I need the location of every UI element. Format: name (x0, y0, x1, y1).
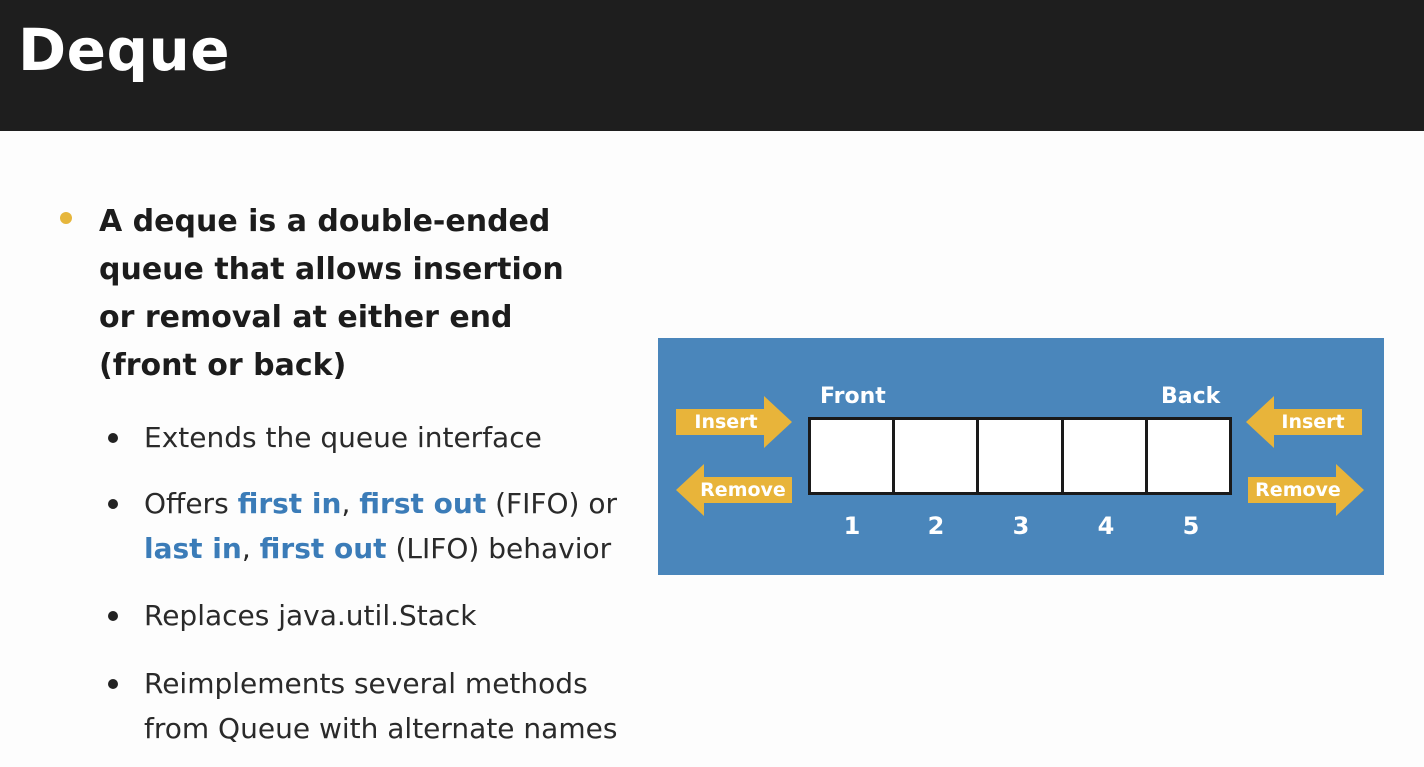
sub-bullet-text: Reimplements several methods from Queue … (144, 661, 617, 751)
deque-diagram: Insert Remove Insert Remove Front Back 1… (658, 338, 1384, 575)
front-label: Front (820, 384, 886, 409)
right-remove-arrow: Remove (1248, 464, 1364, 516)
sub-bullet-line: from Queue with alternate names (144, 712, 618, 745)
deque-cell (895, 420, 980, 492)
left-insert-arrow: Insert (676, 396, 792, 448)
highlight-first-out: first out (359, 487, 487, 520)
sub-bullet-text: Offers first in, first out (FIFO) or las… (144, 481, 617, 571)
sub-bullet-text: Extends the queue interface (144, 421, 542, 454)
fifo-suffix: (FIFO) or (486, 487, 618, 520)
main-bullet-line: or removal at either end (99, 300, 513, 335)
cell-index: 5 (1182, 512, 1200, 540)
left-insert-label: Insert (694, 411, 758, 433)
deque-cell (811, 420, 896, 492)
sub-bullet-marker (108, 611, 118, 621)
cell-index: 3 (1012, 512, 1030, 540)
highlight-first-out: first out (259, 532, 387, 565)
back-label: Back (1161, 384, 1221, 409)
deque-cell (1063, 420, 1148, 492)
separator: , (241, 532, 260, 565)
main-bullet-text: A deque is a double-ended queue that all… (99, 198, 569, 390)
right-insert-label: Insert (1281, 411, 1345, 433)
cell-index: 1 (843, 512, 861, 540)
sub-bullet-marker (108, 499, 118, 509)
highlight-first-in: first in (237, 487, 342, 520)
arrow-right-icon (676, 396, 792, 448)
right-remove-label: Remove (1255, 479, 1341, 501)
main-bullet-line: A deque is a double-ended (99, 204, 551, 239)
arrow-left-icon (1246, 396, 1362, 448)
left-remove-label: Remove (700, 479, 786, 501)
slide-title: Deque (18, 16, 231, 84)
lifo-suffix: (LIFO) behavior (386, 532, 612, 565)
deque-cell (979, 420, 1064, 492)
sub-bullet-line: Reimplements several methods (144, 667, 588, 700)
separator: , (341, 487, 360, 520)
cell-index: 4 (1097, 512, 1115, 540)
offers-prefix: Offers (144, 487, 238, 520)
sub-bullet-line: Offers first in, first out (FIFO) or (144, 481, 617, 526)
right-insert-arrow: Insert (1246, 396, 1362, 448)
sub-bullet-marker (108, 679, 118, 689)
highlight-last-in: last in (144, 532, 242, 565)
sub-bullet-line: last in, first out (LIFO) behavior (144, 526, 617, 571)
arrow-left-icon (676, 464, 792, 516)
deque-cell (1147, 420, 1230, 492)
deque-cells (808, 417, 1232, 495)
left-remove-arrow: Remove (676, 464, 792, 516)
sub-bullet-text: Replaces java.util.Stack (144, 599, 477, 632)
sub-bullet-marker (108, 433, 118, 443)
main-bullet-marker (60, 212, 72, 224)
cell-index: 2 (927, 512, 945, 540)
main-bullet-line: queue that allows insertion (99, 252, 564, 287)
main-bullet-line: (front or back) (99, 348, 347, 383)
title-bar: Deque (0, 0, 1424, 131)
arrow-right-icon (1248, 464, 1364, 516)
